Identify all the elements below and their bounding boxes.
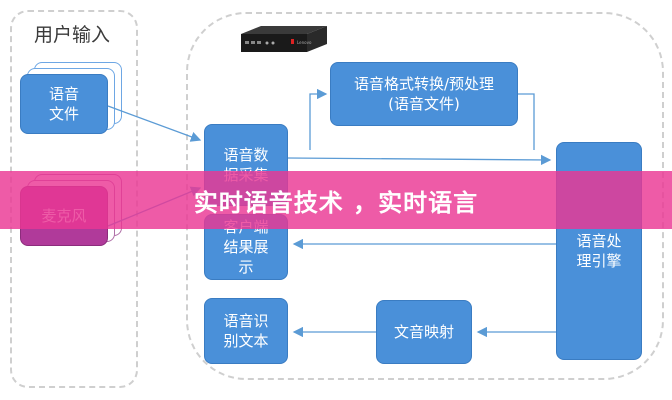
arrow-file-to-collect: [107, 105, 202, 142]
title-banner: 实时语音技术 ，实时语言: [0, 171, 672, 229]
audio-file-node: 语音 文件: [20, 74, 108, 134]
text-map-node: 文音映射: [376, 300, 472, 364]
mini-pc-device-image: Lenovo: [241, 26, 327, 52]
arrow-collect-to-format: [309, 88, 328, 150]
device-brand-label: Lenovo: [297, 40, 312, 45]
format-convert-node: 语音格式转换/预处理 (语音文件): [330, 62, 518, 126]
recognize-text-node: 语音识 别文本: [204, 298, 288, 364]
arrow-format-to-engine: [518, 93, 535, 150]
user-input-title: 用户输入: [34, 24, 111, 46]
banner-title: 实时语音技术 ，实时语言: [193, 188, 479, 217]
arrow-collect-to-engine: [287, 154, 552, 166]
